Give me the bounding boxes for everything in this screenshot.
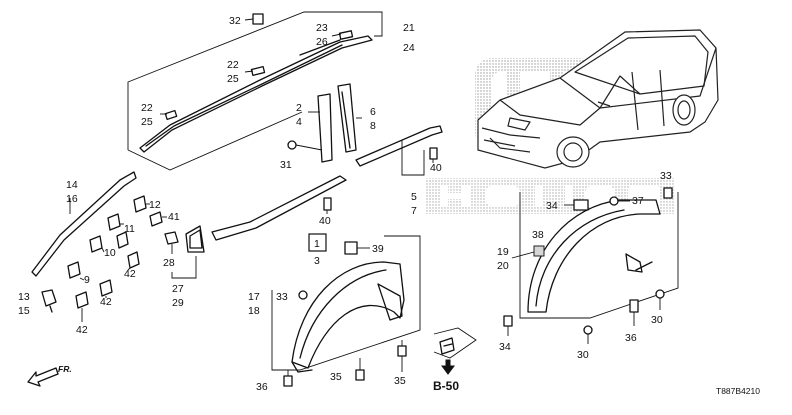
label-30-right: 30 xyxy=(651,314,663,326)
reference-b50[interactable]: B-50 xyxy=(433,379,459,393)
label-28: 28 xyxy=(163,257,175,269)
selected-part-box[interactable] xyxy=(308,233,327,252)
label-34-top: 33 xyxy=(660,170,672,182)
label-22-upper: 22 xyxy=(227,59,239,71)
label-4: 4 xyxy=(296,116,302,128)
label-42-upper: 42 xyxy=(124,268,136,280)
label-41: 41 xyxy=(168,211,180,223)
label-29: 29 xyxy=(172,297,184,309)
clips-cluster: 12 41 11 10 42 9 42 13 15 42 xyxy=(18,195,180,336)
label-31: 31 xyxy=(280,159,292,171)
label-5: 5 xyxy=(411,191,417,203)
label-13: 13 xyxy=(18,291,30,303)
label-20: 20 xyxy=(497,260,509,272)
direction-label: FR. xyxy=(58,364,72,374)
label-33-rear: 37 xyxy=(632,195,644,207)
roof-molding-group: 32 23 26 21 24 22 25 22 25 xyxy=(127,11,415,171)
label-25-upper: 25 xyxy=(227,73,239,85)
label-14: 14 xyxy=(66,179,78,191)
label-15: 15 xyxy=(18,305,30,317)
label-35-left: 35 xyxy=(330,371,342,383)
label-27: 27 xyxy=(172,283,184,295)
label-39: 39 xyxy=(372,243,384,255)
label-33-front: 33 xyxy=(276,291,288,303)
label-37: 34 xyxy=(546,200,558,212)
label-26: 26 xyxy=(316,36,328,48)
label-40-lower: 40 xyxy=(319,215,331,227)
label-18: 18 xyxy=(248,305,260,317)
label-10: 10 xyxy=(104,247,116,259)
front-direction-arrow: FR. xyxy=(27,364,72,387)
car-illustration xyxy=(477,29,719,169)
label-11: 11 xyxy=(124,223,135,235)
label-35-right: 35 xyxy=(394,375,406,387)
label-8: 8 xyxy=(370,120,376,132)
label-42-middle: 42 xyxy=(100,296,112,308)
label-32: 32 xyxy=(229,15,241,27)
label-9: 9 xyxy=(84,274,90,286)
label-21: 21 xyxy=(403,22,415,34)
pillar-garnish-group: 2 4 6 8 31 xyxy=(280,83,376,171)
label-24: 24 xyxy=(403,42,415,54)
label-40-upper: 40 xyxy=(430,162,442,174)
drawing-code: T887B4210 xyxy=(716,386,760,396)
label-19: 19 xyxy=(497,246,509,258)
label-3: 3 xyxy=(314,255,320,267)
label-7: 7 xyxy=(411,205,417,217)
label-38: 38 xyxy=(532,229,544,241)
label-30-left: 30 xyxy=(577,349,589,361)
label-34-bottom: 34 xyxy=(499,341,511,353)
rear-arch-protector-group: 34 37 33 38 19 20 34 30 30 36 xyxy=(497,170,679,361)
label-12: 12 xyxy=(149,199,161,211)
front-arch-protector-group: 39 17 18 33 36 35 35 B-50 xyxy=(248,235,477,393)
label-16: 16 xyxy=(66,193,78,205)
label-36-front: 36 xyxy=(256,381,268,393)
windshield-molding-group: 14 16 xyxy=(31,171,137,277)
label-25-lower: 25 xyxy=(141,116,153,128)
label-23: 23 xyxy=(316,22,328,34)
label-42-lower: 42 xyxy=(76,324,88,336)
front-belt-molding-group: 40 1 3 xyxy=(211,175,347,267)
fender-garnish-group: 28 27 29 xyxy=(163,225,205,309)
label-22-lower: 22 xyxy=(141,102,153,114)
label-17: 17 xyxy=(248,291,260,303)
label-6: 6 xyxy=(370,106,376,118)
label-1[interactable]: 1 xyxy=(314,238,320,250)
label-36-rear: 36 xyxy=(625,332,637,344)
rear-belt-molding-group: 40 5 7 xyxy=(355,125,443,217)
label-2: 2 xyxy=(296,102,302,114)
